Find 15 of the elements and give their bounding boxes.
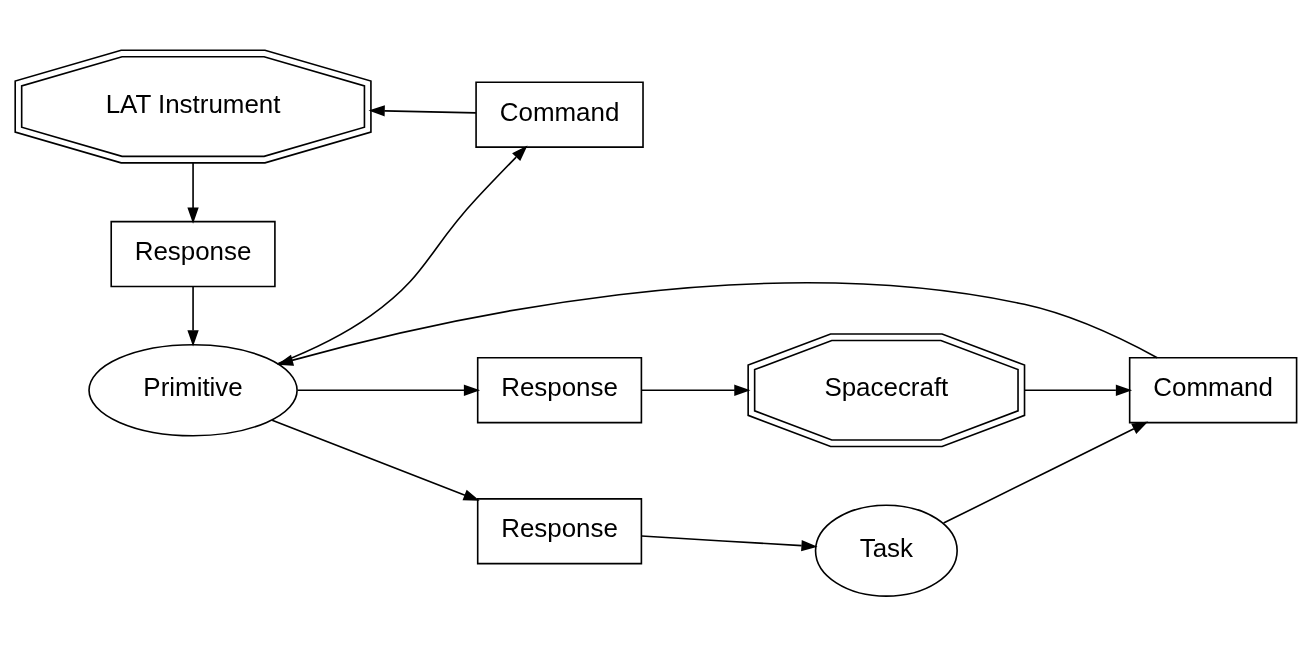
arrow [368, 105, 477, 117]
arrow [187, 286, 199, 347]
node-box: Command [1128, 357, 1298, 424]
node-box: Command [475, 81, 644, 148]
arrow [640, 535, 818, 552]
arrow [297, 384, 481, 396]
arrow [271, 419, 480, 501]
arrow [1023, 384, 1133, 396]
node-box: Response [110, 220, 276, 288]
node-ellipse: Task [814, 504, 958, 597]
arrow [640, 384, 751, 396]
arrow [187, 162, 199, 224]
node-box: Response [476, 357, 643, 424]
node-box: Response [476, 498, 643, 565]
arrow [942, 421, 1149, 524]
